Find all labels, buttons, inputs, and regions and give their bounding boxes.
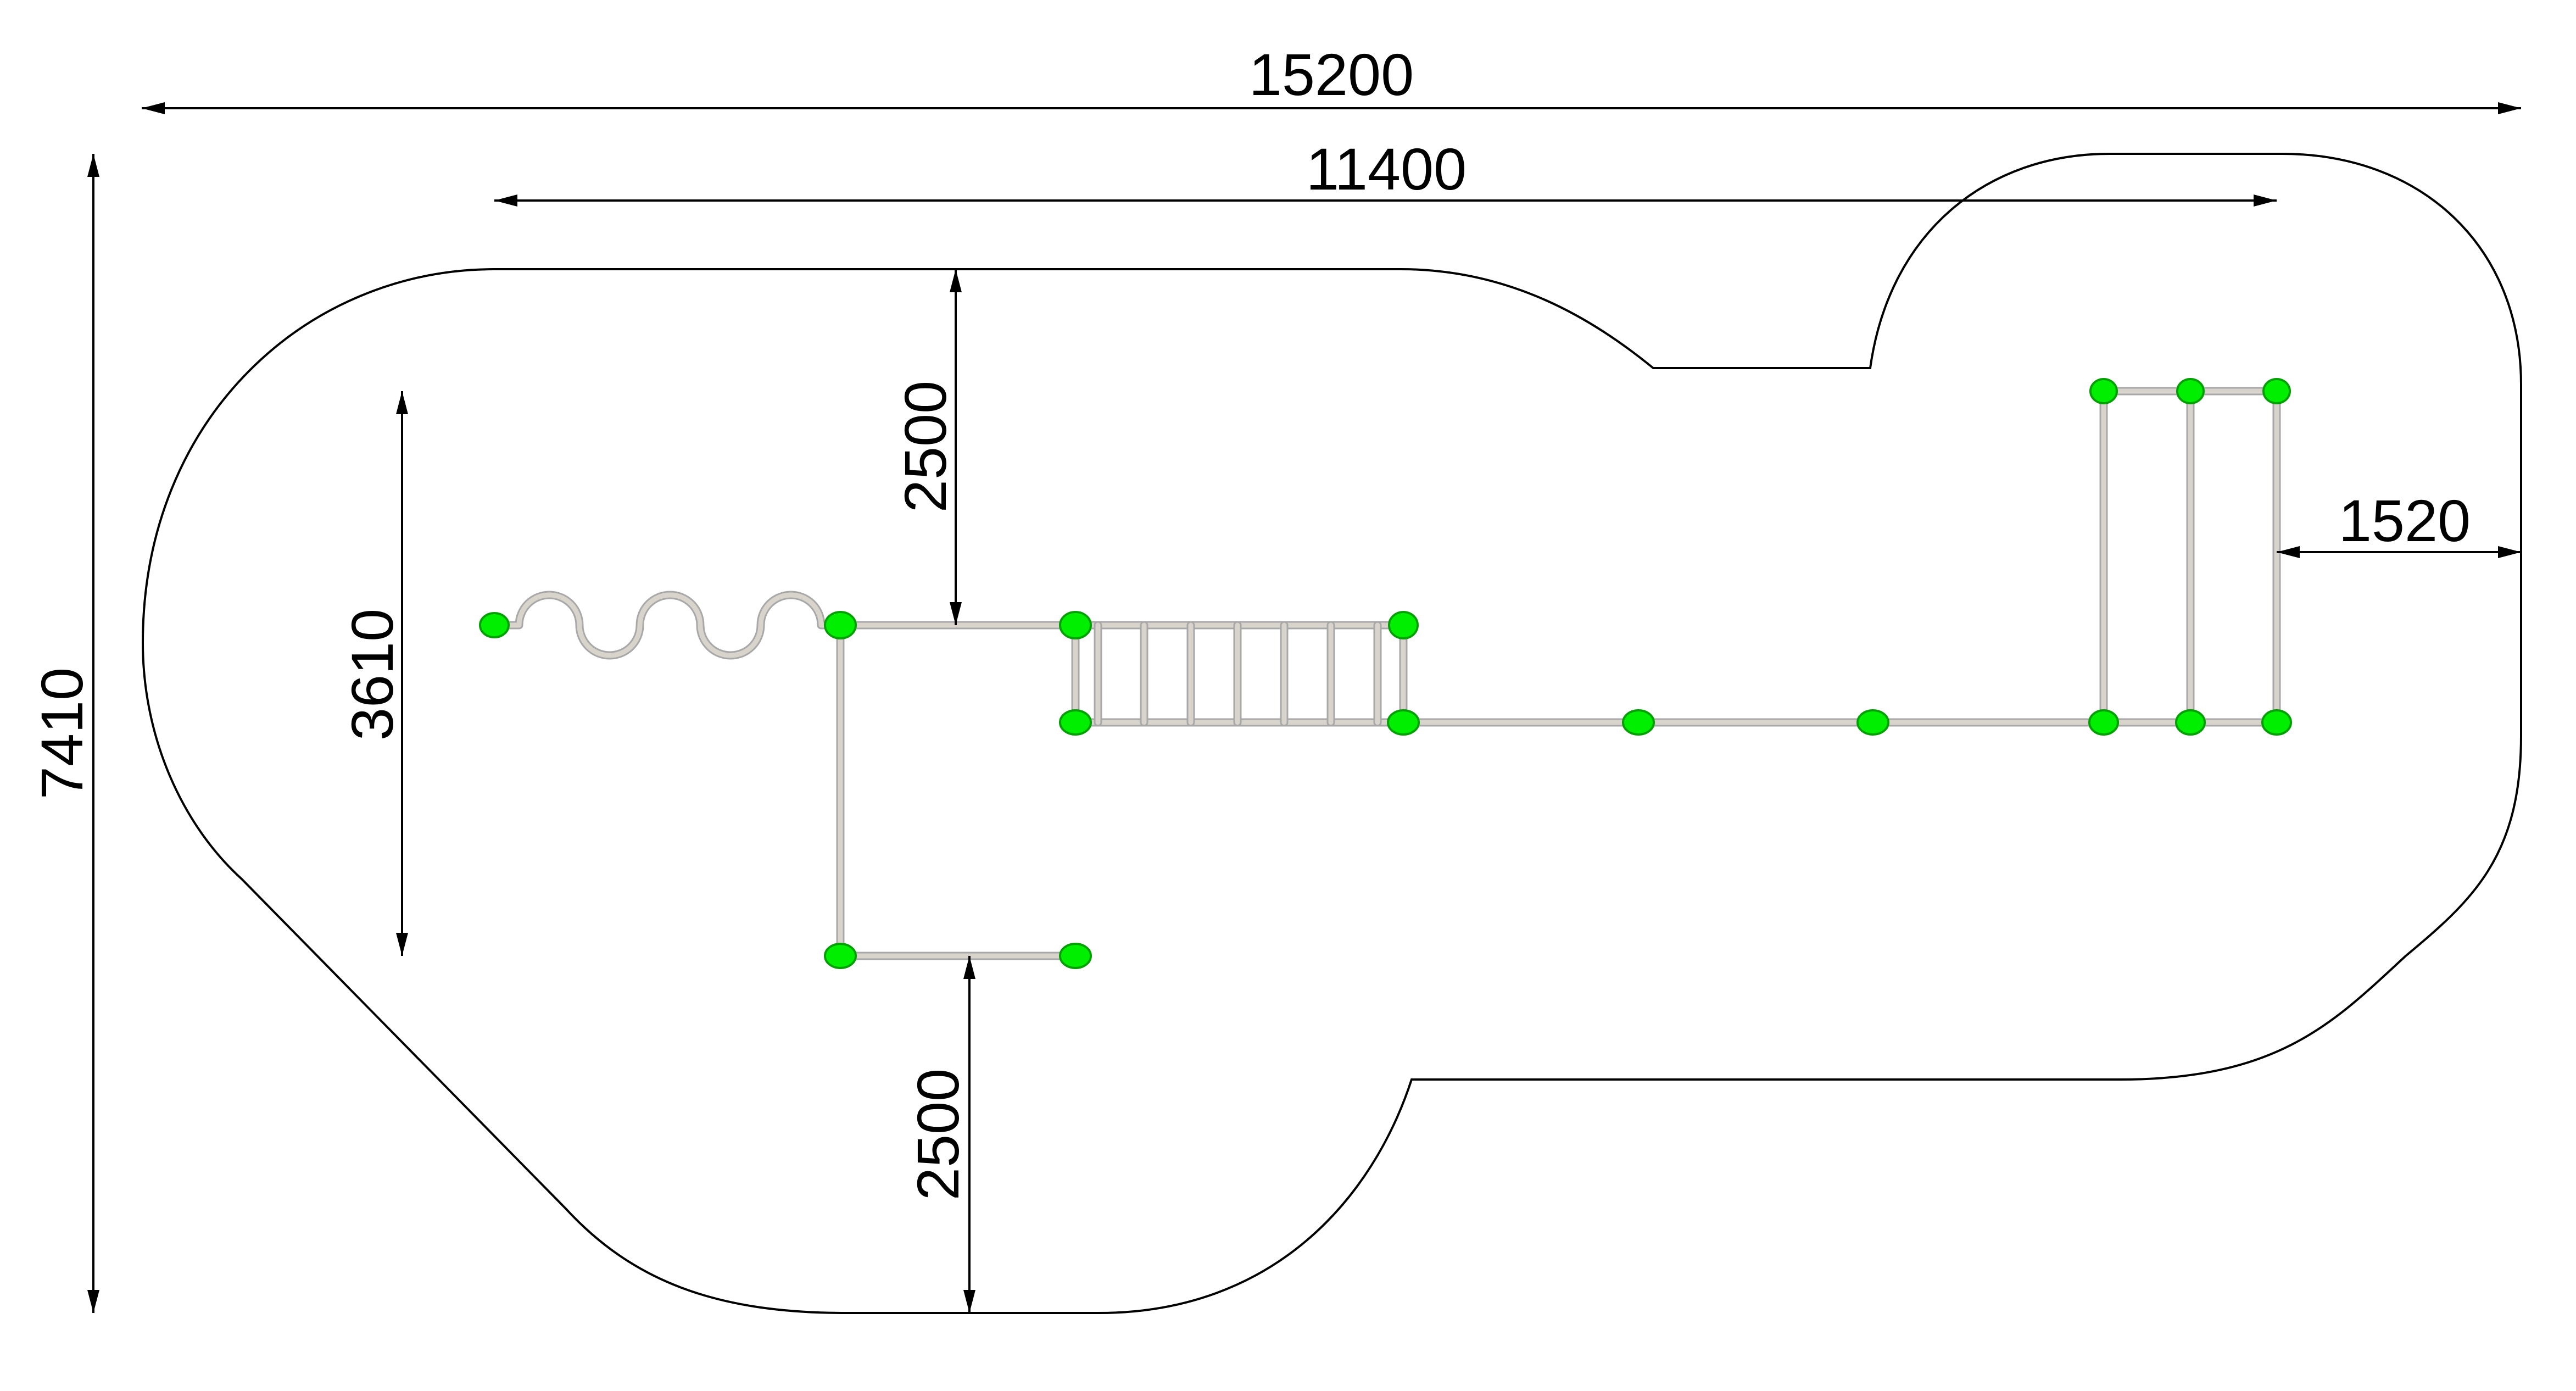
inner-width-label: 11400 [1306,136,1467,202]
post [479,612,510,638]
post [1059,709,1092,736]
clearance-bottom-label: 2500 [905,1069,971,1200]
equipment-depth-label: 3610 [339,609,405,741]
dimension-equipment-depth: 3610 [339,391,408,956]
post [1059,611,1092,639]
clearance-top-label: 2500 [892,381,958,513]
overall-height-label: 7410 [29,667,95,799]
clearance-right-label: 1520 [2339,487,2471,554]
dimension-clearance-right: 1520 [2277,487,2521,558]
ladder-rungs [1094,621,1382,727]
post [824,611,857,639]
post [1387,709,1420,736]
frame-rails [836,387,2281,960]
post [2262,378,2291,404]
post [2175,709,2206,736]
dimension-inner-width: 11400 [494,136,2277,207]
overall-width-label: 15200 [1249,41,1414,108]
post [2088,709,2119,736]
post [1388,611,1419,639]
dimension-clearance-bottom: 2500 [905,956,975,1313]
safety-zone-outline [141,153,2522,1314]
post [2261,709,2292,736]
wavy-balance-rail [490,591,845,660]
posts [479,378,2292,969]
dimension-overall-width: 15200 [142,41,2521,114]
post [2176,378,2205,404]
post [1856,709,1889,736]
dimension-overall-height: 7410 [29,154,99,1313]
post [2089,378,2118,404]
post [1622,709,1655,736]
post [824,943,857,969]
dimension-clearance-top: 2500 [892,269,962,625]
post [1059,943,1092,969]
